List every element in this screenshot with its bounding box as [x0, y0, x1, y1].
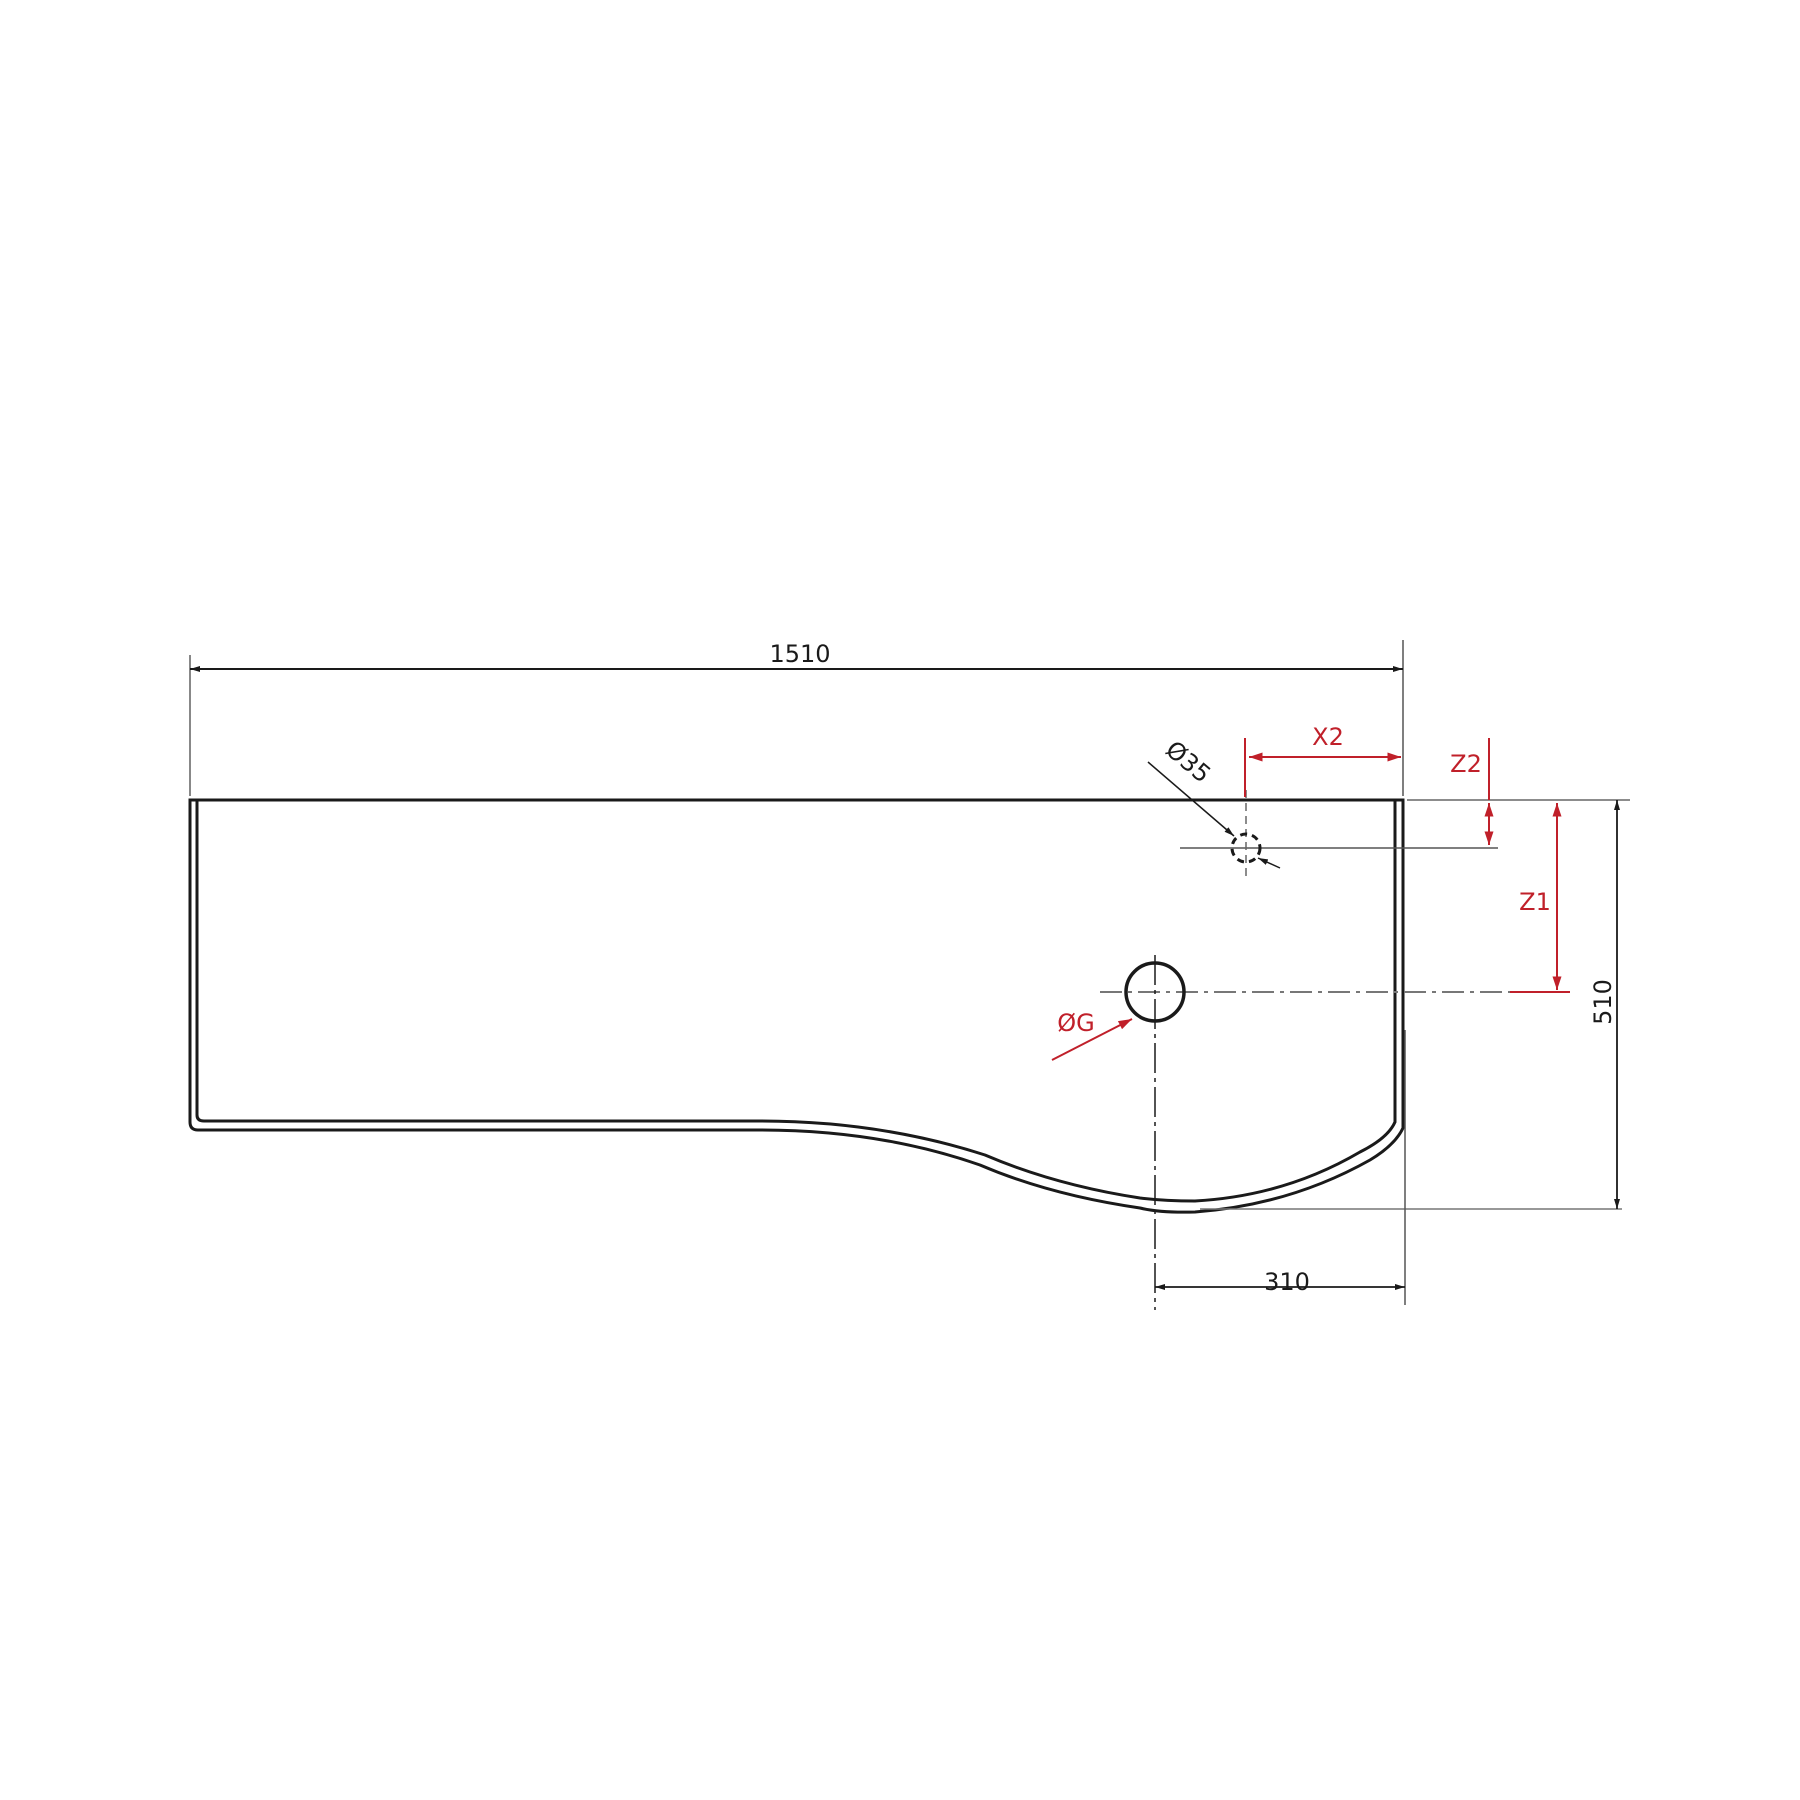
dimension-z2: Z2 [1450, 738, 1494, 845]
basin-outline [188, 798, 1405, 1214]
drain-hole: ØG [1051, 955, 1520, 1310]
z2-label: Z2 [1450, 750, 1482, 778]
basin-outer-edge [188, 798, 1405, 1214]
x2-label: X2 [1312, 723, 1344, 751]
dimension-z1: Z1 [1510, 803, 1570, 993]
overall-width-label: 1510 [769, 640, 830, 668]
dimension-overall-width: 1510 [189, 640, 1404, 796]
overall-depth-label: 510 [1589, 979, 1617, 1025]
dimension-overall-depth: 510 [1200, 799, 1630, 1210]
drain-hole-circle [1124, 961, 1186, 1023]
z1-label: Z1 [1519, 888, 1551, 916]
bowl-offset-label: 310 [1264, 1268, 1310, 1296]
drain-diameter-label: ØG [1057, 1009, 1095, 1037]
tap-hole-circle [1230, 832, 1262, 864]
basin-inner-edge [195, 800, 1397, 1203]
dimension-bowl-offset: 310 [1155, 1030, 1406, 1305]
dimension-x2: X2 [1244, 723, 1401, 797]
